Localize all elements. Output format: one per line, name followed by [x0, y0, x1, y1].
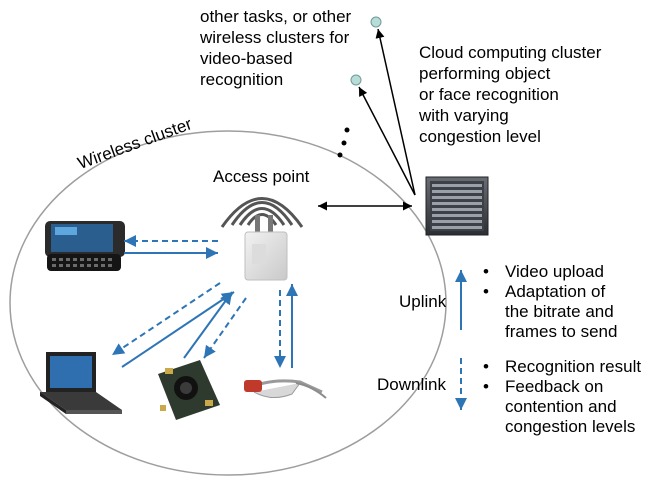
- laptop-to-ap-uplink-arrow: [121, 291, 235, 368]
- uplink-item: Adaptation of the bitrate and frames to …: [483, 282, 617, 342]
- downlink-item: Feedback on contention and congestion le…: [483, 377, 641, 437]
- other-tasks-line-1: other tasks, or other: [200, 7, 352, 26]
- uplink-label: Uplink: [399, 292, 447, 311]
- server-to-remote-arrow-1: [375, 28, 416, 196]
- remote-node-1: [370, 16, 382, 28]
- downlink-label: Downlink: [377, 375, 446, 394]
- laptop-icon: [40, 352, 122, 414]
- other-tasks-line-2: wireless clusters for: [200, 28, 350, 47]
- cloud-line-2: performing object: [419, 64, 551, 83]
- cloud-line-1: Cloud computing cluster: [419, 43, 602, 62]
- access-point-icon: [220, 197, 304, 281]
- camera-to-ap-uplink-arrow: [183, 291, 233, 359]
- cloud-line-4: with varying: [419, 106, 509, 125]
- smart-glasses-icon: [244, 379, 327, 399]
- ap-to-laptop-downlink-arrow: [111, 282, 221, 356]
- uplink-bullets: Video upload Adaptation of the bitrate a…: [483, 262, 617, 342]
- server-to-remote-arrow-2: [358, 86, 416, 196]
- cloud-line-5: congestion level: [419, 127, 541, 146]
- ellipsis-dot: [341, 140, 347, 146]
- other-tasks-line-3: video-based: [200, 49, 293, 68]
- ap-to-camera-downlink-arrow: [203, 297, 247, 359]
- uplink-item: Video upload: [483, 262, 617, 282]
- remote-node-2: [350, 74, 362, 86]
- other-tasks-label: other tasks, or other wireless clusters …: [200, 6, 351, 90]
- server-rack-icon: [425, 176, 489, 236]
- other-tasks-line-4: recognition: [200, 70, 284, 89]
- camera-board-icon: [158, 360, 220, 420]
- ellipsis-dot: [344, 127, 350, 133]
- downlink-bullets: Recognition result Feedback on contentio…: [483, 357, 641, 437]
- downlink-item: Recognition result: [483, 357, 641, 377]
- wireless-cluster-boundary: [9, 130, 447, 476]
- cloud-line-3: or face recognition: [419, 85, 559, 104]
- smartphone-icon: [45, 221, 125, 271]
- access-point-label: Access point: [213, 167, 310, 186]
- ellipsis-dot: [337, 152, 343, 158]
- cloud-cluster-label: Cloud computing cluster performing objec…: [419, 42, 601, 147]
